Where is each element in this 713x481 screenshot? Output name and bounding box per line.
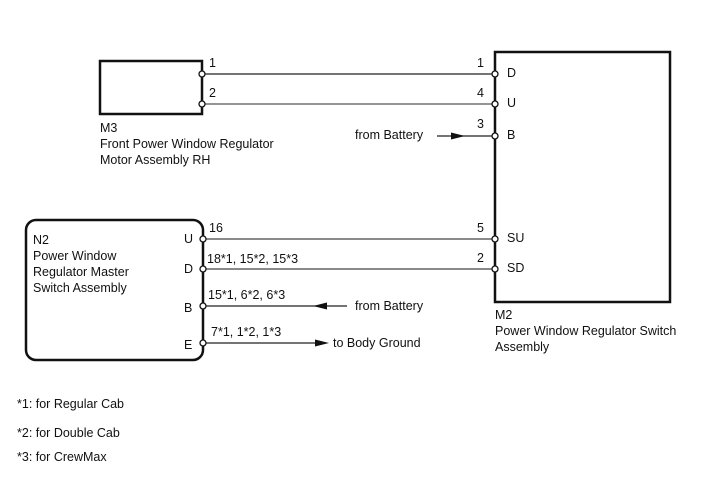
n2-terminal-b: B (184, 301, 193, 315)
n2-name-line3: Switch Assembly (33, 281, 127, 295)
n2-pin-number-e: 7*1, 1*2, 1*3 (211, 325, 282, 339)
m2-pin-number-u: 4 (477, 86, 484, 100)
n2-to-body-ground-label: to Body Ground (333, 336, 421, 350)
n2-component-box (24, 218, 205, 362)
m2-pin-su-connector (491, 235, 499, 243)
m2-pin-number-sd: 2 (477, 251, 484, 265)
m2-terminal-su: SU (507, 231, 525, 245)
m3-code: M3 (100, 121, 118, 135)
n2-pin-u-connector (199, 235, 207, 243)
n2-pin-number-u: 16 (209, 221, 223, 235)
m3-pin-1-connector (198, 70, 206, 78)
m2-pin-number-b: 3 (477, 117, 484, 131)
m2-name-line1: Power Window Regulator Switch (495, 324, 677, 338)
note-crewmax: *3: for CrewMax (17, 450, 107, 464)
m3-component-box (98, 59, 204, 116)
m3-name-line1: Front Power Window Regulator (100, 137, 274, 151)
arrow-battery-n2 (313, 302, 327, 310)
m3-pin-2-connector (198, 100, 206, 108)
n2-name-line2: Regulator Master (33, 265, 129, 279)
m2-name-line2: Assembly (495, 340, 550, 354)
n2-terminal-u: U (184, 232, 194, 246)
n2-pin-number-b: 15*1, 6*2, 6*3 (208, 288, 286, 302)
m2-pin-sd-connector (491, 265, 499, 273)
m2-component-box (493, 50, 672, 304)
m2-pin-number-su: 5 (477, 221, 484, 235)
n2-pin-number-d: 18*1, 15*2, 15*3 (207, 252, 299, 266)
m3-name-line2: Motor Assembly RH (100, 153, 211, 167)
n2-pin-e-connector (199, 339, 207, 347)
arrow-battery-m2 (451, 132, 465, 140)
m3-pin-2-number: 2 (209, 86, 216, 100)
m2-pin-number-d: 1 (477, 56, 484, 70)
arrow-ground (315, 339, 329, 347)
note-regular-cab: *1: for Regular Cab (17, 397, 125, 411)
note-double-cab: *2: for Double Cab (17, 426, 120, 440)
m2-terminal-b: B (507, 128, 516, 142)
m2-pin-b-connector (491, 132, 499, 140)
n2-name-line1: Power Window (33, 249, 117, 263)
m2-pin-u-connector (491, 100, 499, 108)
n2-code: N2 (33, 233, 49, 247)
n2-terminal-e: E (184, 338, 193, 352)
m2-terminal-u: U (507, 96, 517, 110)
m3-pin-1-number: 1 (209, 56, 216, 70)
m2-terminal-sd: SD (507, 261, 525, 275)
m2-from-battery-label: from Battery (355, 128, 424, 142)
n2-pin-d-connector (199, 265, 207, 273)
m2-terminal-d: D (507, 66, 517, 80)
n2-from-battery-label: from Battery (355, 299, 424, 313)
m2-code: M2 (495, 308, 513, 322)
m2-pin-d-connector (491, 70, 499, 78)
n2-terminal-d: D (184, 262, 194, 276)
n2-pin-b-connector (199, 302, 207, 310)
